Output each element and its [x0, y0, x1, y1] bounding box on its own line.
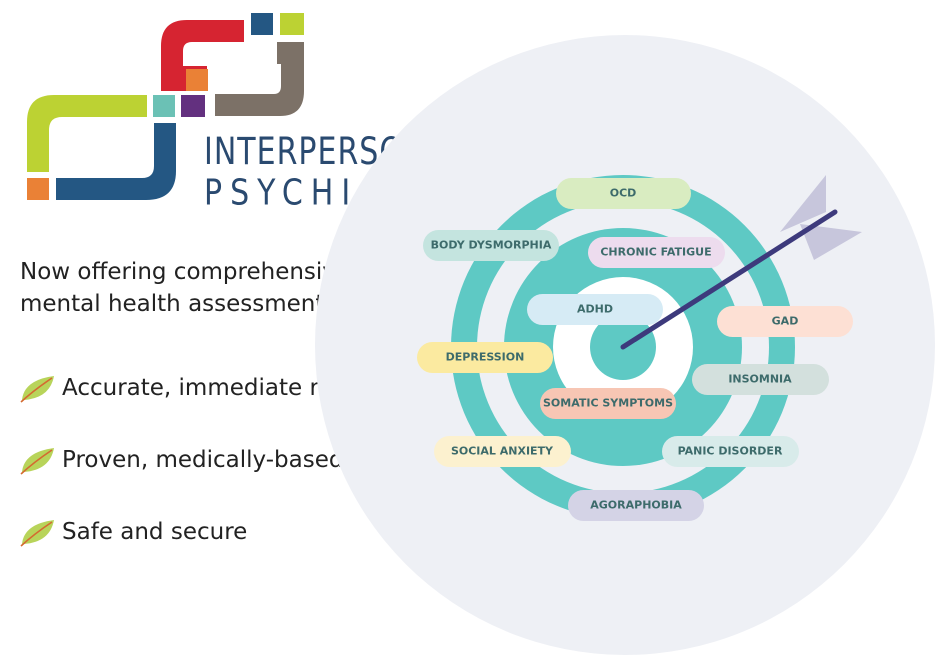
leaf-icon [20, 520, 54, 547]
feature-text: Safe and secure [62, 519, 248, 545]
condition-pill: PANIC DISORDER [662, 436, 799, 467]
logo-mark [27, 13, 304, 200]
condition-pill: SOCIAL ANXIETY [434, 436, 571, 467]
logo-lime-square [280, 13, 304, 35]
logo-taupe-segment [215, 42, 304, 116]
leaf-icon [20, 448, 54, 475]
condition-label: PANIC DISORDER [678, 445, 783, 458]
condition-pill: GAD [717, 306, 853, 337]
logo-navy-square [251, 13, 273, 35]
headline: Now offering comprehensive mental health… [20, 259, 351, 317]
arrow-shaft [620, 209, 838, 350]
arrow-fletching-bottom [800, 224, 862, 260]
logo-lime-segment [27, 95, 147, 172]
condition-pill: SOMATIC SYMPTOMS [540, 388, 676, 419]
arrow-fletching-top [780, 175, 826, 232]
feature-item: Safe and secure [18, 514, 387, 550]
condition-label: INSOMNIA [728, 373, 792, 386]
logo-navy-segment [56, 123, 176, 200]
condition-label: SOMATIC SYMPTOMS [543, 397, 673, 410]
condition-label: GAD [772, 315, 799, 328]
condition-pill: DEPRESSION [417, 342, 553, 373]
logo-orange-small [27, 178, 49, 200]
logo-red-segment [161, 20, 244, 91]
feature-text: Proven, medically-based [62, 447, 344, 473]
condition-pill: INSOMNIA [692, 364, 829, 395]
condition-label: CHRONIC FATIGUE [600, 246, 711, 259]
condition-label: BODY DYSMORPHIA [431, 239, 552, 252]
condition-pill: AGORAPHOBIA [568, 490, 704, 521]
logo-teal-square [153, 95, 175, 117]
leaf-icon [20, 376, 54, 403]
condition-label: SOCIAL ANXIETY [451, 445, 554, 458]
condition-label: OCD [610, 187, 637, 200]
condition-label: ADHD [577, 303, 613, 316]
logo-purple-square [181, 95, 205, 117]
feature-list: Accurate, immediate results Proven, medi… [18, 370, 387, 586]
condition-label: DEPRESSION [446, 351, 525, 364]
condition-pill: ADHD [527, 294, 663, 325]
logo-orange-square [186, 69, 208, 91]
condition-pill: CHRONIC FATIGUE [588, 237, 725, 268]
condition-pill: OCD [556, 178, 691, 209]
condition-pill: BODY DYSMORPHIA [423, 230, 559, 261]
condition-label: AGORAPHOBIA [590, 499, 682, 512]
feature-item: Proven, medically-based [18, 442, 387, 478]
